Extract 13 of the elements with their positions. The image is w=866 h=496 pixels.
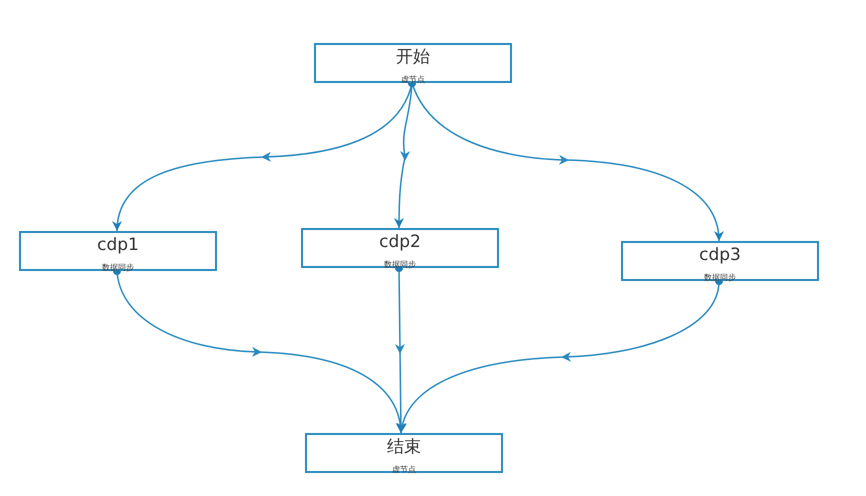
process-box bbox=[305, 433, 503, 473]
node-title: 开始 bbox=[396, 47, 430, 67]
process-box bbox=[314, 43, 512, 83]
node-title: 结束 bbox=[387, 437, 421, 457]
node-title: cdp2 bbox=[379, 232, 421, 252]
process-box bbox=[19, 231, 217, 271]
node-title: cdp1 bbox=[97, 235, 139, 255]
arrow bbox=[397, 280, 723, 434]
arrow bbox=[408, 82, 724, 242]
arrow bbox=[395, 268, 406, 433]
node-title: cdp3 bbox=[699, 245, 741, 265]
process-box bbox=[301, 228, 499, 268]
process-box bbox=[621, 241, 819, 281]
